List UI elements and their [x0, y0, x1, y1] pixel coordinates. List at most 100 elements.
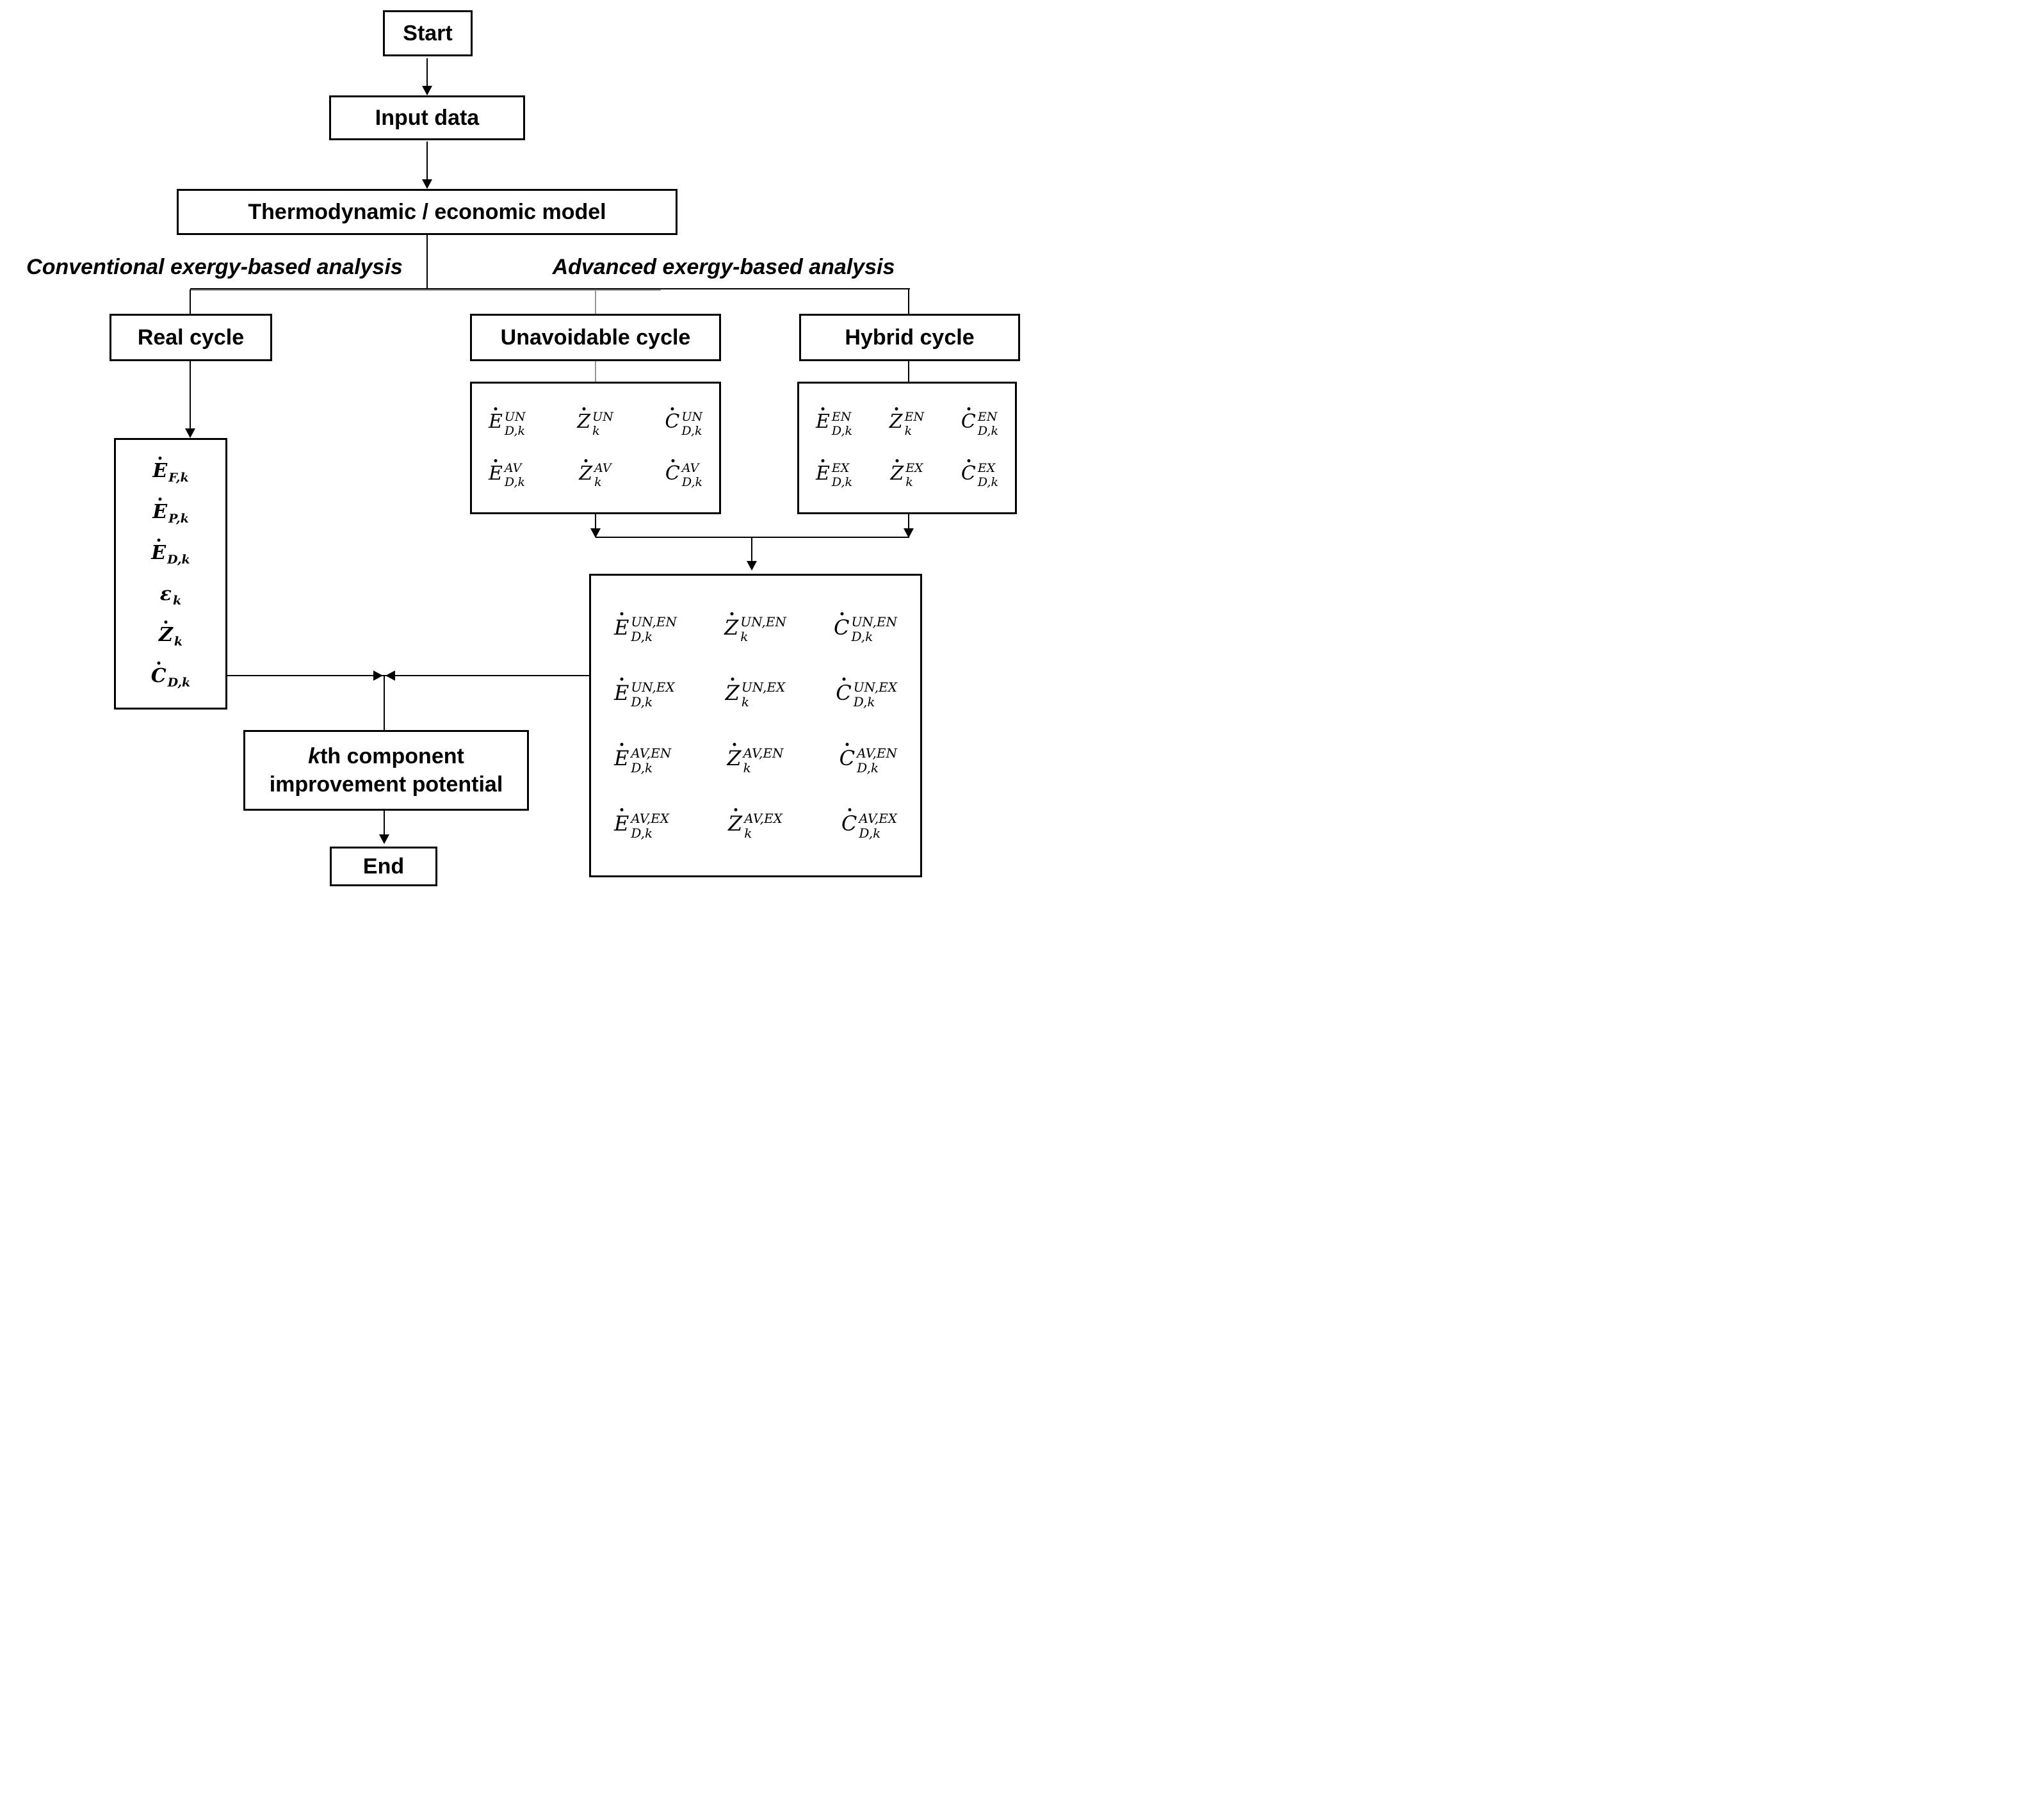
kth-line1-rest: th component: [320, 743, 464, 768]
real-cycle-label: Real cycle: [137, 325, 245, 350]
arrowhead-into-input: [422, 86, 432, 95]
branch-line-shadow: [190, 289, 661, 291]
kth-component-line1: kth component: [308, 742, 464, 770]
convergence-right-arrowhead: [373, 670, 383, 681]
overdot: [158, 457, 162, 460]
hybrid-cycle-drop: [908, 289, 909, 314]
unavoidable-cycle-label: Unavoidable cycle: [500, 325, 691, 350]
arrowhead-into-end: [379, 834, 389, 844]
overdot: [733, 743, 736, 747]
branch-line: [190, 288, 910, 289]
start-node: Start: [383, 10, 473, 56]
connector-convergence-to-kth: [384, 676, 385, 730]
kth-component-node: kth component improvement potential: [243, 730, 529, 811]
overdot: [730, 612, 734, 615]
unavoidable-cycle-node: Unavoidable cycle: [470, 314, 721, 361]
merge-right-drop: [908, 514, 909, 528]
merge-line: [596, 537, 909, 538]
overdot: [158, 498, 162, 501]
overdot: [845, 743, 849, 747]
merge-left-drop: [595, 514, 596, 528]
connector-real-to-results: [190, 361, 191, 429]
overdot: [895, 459, 899, 462]
connector-kth-to-end: [384, 811, 385, 835]
flowchart-canvas: Start Input data Thermodynamic / economi…: [0, 0, 1022, 901]
conventional-branch-label: Conventional exergy-based analysis: [26, 255, 403, 279]
hybrid-cycle-label: Hybrid cycle: [845, 325, 975, 350]
connector-merge-to-combined: [751, 538, 752, 561]
convergence-line: [227, 675, 589, 676]
overdot: [821, 459, 825, 462]
end-node: End: [330, 847, 437, 886]
overdot: [821, 407, 825, 411]
arrowhead-into-combined: [747, 561, 757, 571]
overdot: [671, 459, 675, 462]
merge-right-arrowhead: [904, 528, 914, 538]
model-node: Thermodynamic / economic model: [177, 189, 677, 235]
connector-start-to-input: [426, 58, 428, 86]
convergence-left-arrowhead: [385, 670, 395, 681]
start-label: Start: [403, 20, 453, 45]
overdot: [620, 808, 624, 812]
overdot: [670, 407, 674, 411]
overdot: [164, 621, 168, 624]
overdot: [157, 539, 161, 542]
overdot: [620, 612, 624, 615]
connector-hybrid-to-results: [908, 361, 909, 382]
arrowhead-into-model: [422, 179, 432, 189]
arrowhead-into-real-results: [185, 428, 195, 438]
advanced-branch-label: Advanced exergy-based analysis: [552, 255, 895, 279]
overdot: [848, 808, 852, 812]
connector-input-to-model: [426, 142, 428, 180]
hybrid-cycle-node: Hybrid cycle: [799, 314, 1020, 361]
connector-unavoidable-to-results: [595, 361, 596, 382]
overdot: [967, 407, 971, 411]
model-label: Thermodynamic / economic model: [248, 199, 606, 224]
overdot: [895, 407, 898, 411]
overdot: [731, 677, 734, 681]
overdot: [584, 459, 588, 462]
branch-stem: [426, 235, 428, 289]
real-cycle-drop: [190, 289, 191, 314]
merge-left-arrowhead: [590, 528, 601, 538]
input-data-label: Input data: [375, 105, 480, 130]
overdot: [494, 459, 498, 462]
overdot: [494, 407, 498, 411]
unavoidable-cycle-drop: [595, 289, 596, 314]
input-data-node: Input data: [329, 95, 525, 140]
